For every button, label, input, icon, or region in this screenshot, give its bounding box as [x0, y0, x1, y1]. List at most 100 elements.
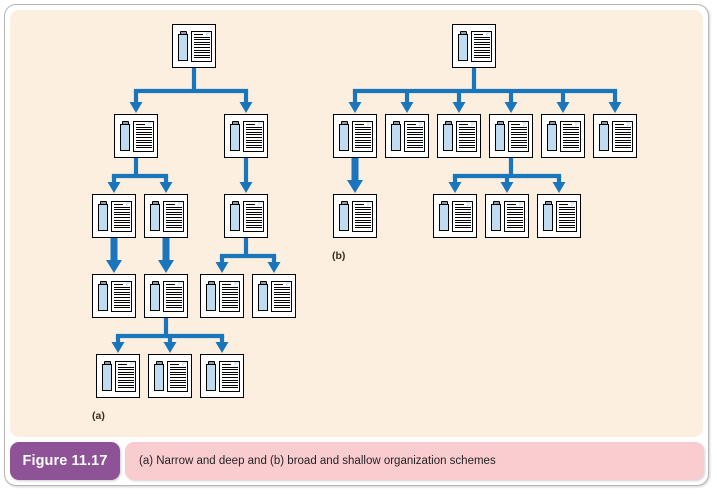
page-text-lines	[169, 364, 186, 390]
document-node-inner	[225, 115, 267, 157]
page-text-lines	[510, 124, 527, 150]
document-node-icon	[593, 114, 637, 158]
page-icon	[111, 281, 132, 312]
document-node-icon	[148, 354, 192, 398]
book-spine-clip-icon	[99, 200, 107, 205]
page-corner-fold-icon	[627, 122, 632, 127]
arrow-down-icon	[106, 260, 122, 273]
document-node-inner	[225, 195, 267, 237]
document-node-icon	[333, 114, 377, 158]
page-icon	[471, 31, 492, 62]
page-corner-fold-icon	[206, 32, 211, 37]
page-text-lines	[354, 204, 371, 230]
book-spine-clip-icon	[231, 200, 239, 205]
page-text-lines	[221, 284, 238, 310]
sub-figure-label-b: (b)	[332, 250, 346, 262]
document-node-icon	[224, 114, 268, 158]
document-node-inner	[542, 115, 584, 157]
page-corner-fold-icon	[367, 122, 372, 127]
arrow-down-icon	[608, 102, 622, 113]
document-node-icon	[485, 194, 529, 238]
arrow-down-icon	[348, 102, 362, 113]
page-text-lines	[458, 124, 475, 150]
book-spine-icon	[150, 204, 160, 231]
book-spine-icon	[339, 204, 349, 231]
book-spine-icon	[495, 124, 505, 151]
page-text-lines	[406, 124, 423, 150]
book-spine-icon	[230, 204, 240, 231]
book-spine-icon	[150, 284, 160, 311]
arrow-down-icon	[452, 102, 466, 113]
arrow-down-icon	[504, 102, 518, 113]
page-icon	[612, 121, 633, 152]
document-node-icon	[489, 114, 533, 158]
page-icon	[191, 31, 212, 62]
arrow-down-icon	[552, 182, 566, 193]
document-node-inner	[253, 275, 295, 317]
figure-caption-text: (a) Narrow and deep and (b) broad and sh…	[139, 455, 496, 467]
document-node-icon	[172, 24, 216, 68]
arrow-down-icon	[556, 102, 570, 113]
page-corner-fold-icon	[519, 202, 524, 207]
figure-number-text: Figure 11.17	[22, 453, 108, 469]
page-text-lines	[558, 204, 575, 230]
book-spine-clip-icon	[459, 30, 467, 35]
book-spine-icon	[98, 284, 108, 311]
book-spine-clip-icon	[121, 120, 129, 125]
page-icon	[404, 121, 425, 152]
arrow-down-icon	[347, 180, 363, 193]
page-corner-fold-icon	[182, 362, 187, 367]
page-icon	[452, 201, 473, 232]
sub-figure-label-a: (a)	[92, 410, 105, 422]
document-node-icon	[200, 274, 244, 318]
arrow-down-icon	[129, 102, 143, 113]
page-icon	[243, 201, 264, 232]
arrow-down-icon	[215, 342, 229, 353]
book-spine-clip-icon	[179, 30, 187, 35]
page-text-lines	[113, 284, 130, 310]
page-corner-fold-icon	[258, 122, 263, 127]
document-node-inner	[93, 275, 135, 317]
document-node-icon	[144, 274, 188, 318]
page-icon	[504, 201, 525, 232]
document-node-icon	[92, 194, 136, 238]
page-icon	[219, 281, 240, 312]
book-spine-icon	[439, 204, 449, 231]
arrow-down-icon	[163, 342, 177, 353]
page-text-lines	[193, 34, 210, 60]
book-spine-icon	[599, 124, 609, 151]
page-corner-fold-icon	[419, 122, 424, 127]
page-corner-fold-icon	[258, 202, 263, 207]
page-text-lines	[506, 204, 523, 230]
page-corner-fold-icon	[486, 32, 491, 37]
book-spine-icon	[178, 34, 188, 61]
page-icon	[352, 121, 373, 152]
book-spine-clip-icon	[259, 280, 267, 285]
page-text-lines	[165, 204, 182, 230]
book-spine-icon	[98, 204, 108, 231]
arrow-down-icon	[500, 182, 514, 193]
page-icon	[115, 361, 136, 392]
document-node-inner	[386, 115, 428, 157]
page-text-lines	[245, 124, 262, 150]
tree-connector-layer	[106, 68, 622, 353]
page-text-lines	[221, 364, 238, 390]
page-corner-fold-icon	[234, 282, 239, 287]
page-icon	[560, 121, 581, 152]
arrow-down-icon	[111, 342, 125, 353]
page-corner-fold-icon	[523, 122, 528, 127]
document-node-icon	[252, 274, 296, 318]
arrow-down-icon	[448, 182, 462, 193]
page-corner-fold-icon	[126, 202, 131, 207]
page-icon	[556, 201, 577, 232]
page-icon	[163, 201, 184, 232]
document-node-icon	[541, 114, 585, 158]
book-spine-icon	[258, 284, 268, 311]
document-node-inner	[115, 115, 157, 157]
book-spine-icon	[543, 204, 553, 231]
page-corner-fold-icon	[234, 362, 239, 367]
document-node-inner	[145, 195, 187, 237]
page-corner-fold-icon	[126, 282, 131, 287]
book-spine-icon	[102, 364, 112, 391]
arrow-down-icon	[159, 182, 173, 193]
